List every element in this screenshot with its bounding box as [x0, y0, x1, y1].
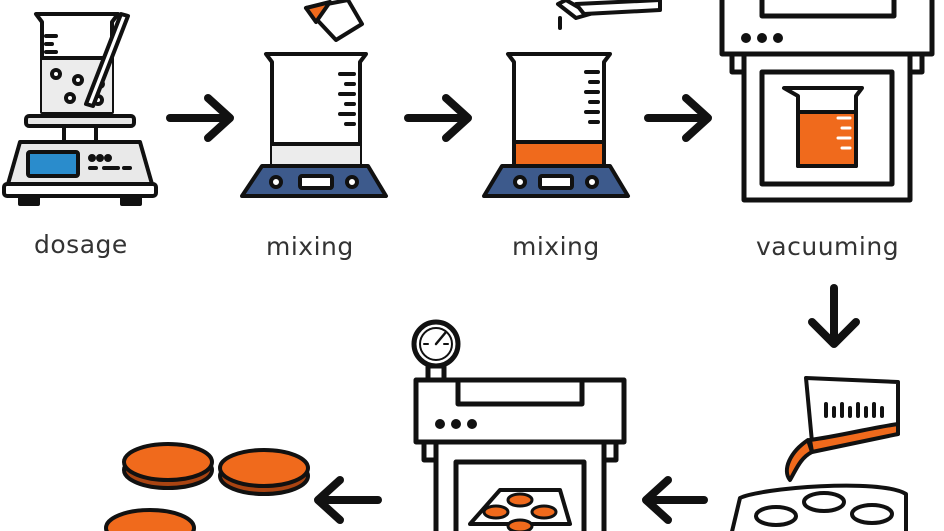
- step-label-mixing-2: mixing: [512, 232, 600, 261]
- right-arrow-icon: [644, 94, 712, 142]
- down-arrow-icon: [808, 284, 860, 348]
- left-arrow-icon: [642, 476, 708, 524]
- right-arrow-icon: [166, 94, 234, 142]
- pressure-oven-icon: [411, 319, 627, 531]
- magnetic-stirrer-with-beaker-icon: [240, 0, 388, 198]
- pouring-into-mold-icon: [730, 376, 908, 531]
- step-label-mixing-1: mixing: [266, 232, 354, 261]
- orange-discs-icon: [104, 442, 310, 531]
- left-arrow-icon: [314, 476, 382, 524]
- right-arrow-icon: [404, 94, 472, 142]
- weighing-scale-with-beaker-icon: [2, 12, 158, 206]
- vacuum-chamber-icon: [719, 0, 935, 203]
- step-label-dosage: dosage: [34, 230, 128, 259]
- magnetic-stirrer-with-orange-liquid-icon: [482, 0, 662, 198]
- step-label-vacuuming: vacuuming: [756, 232, 900, 261]
